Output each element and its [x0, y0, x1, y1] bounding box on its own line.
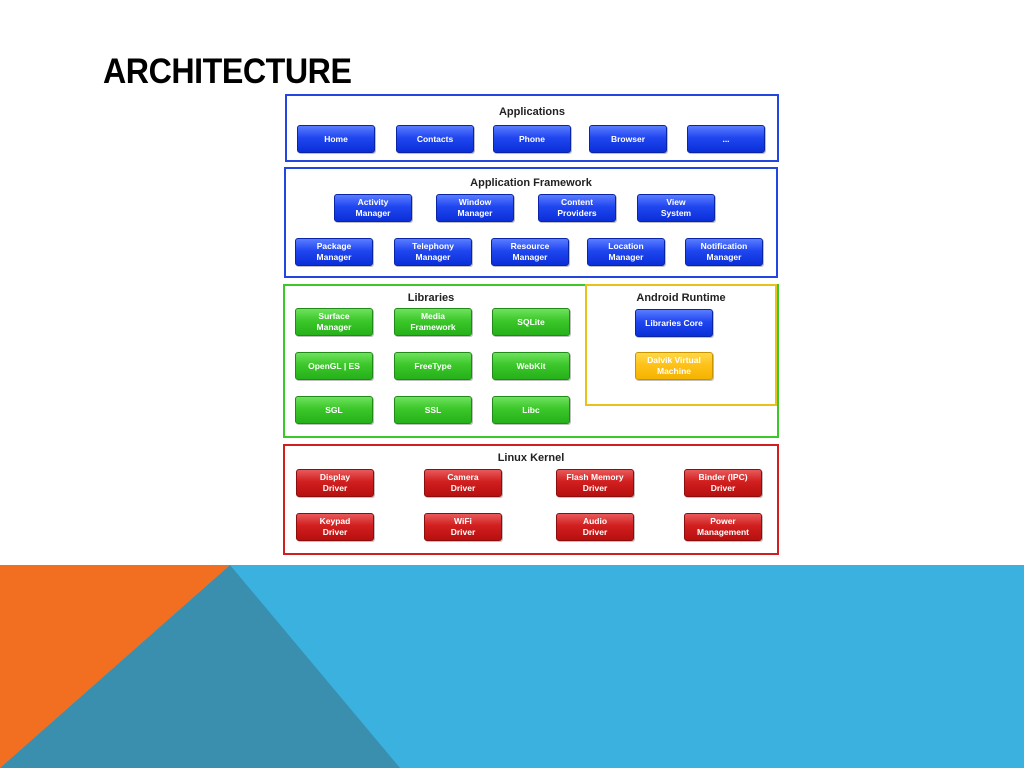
framework-layer: Application Framework Activity Manager W…: [284, 167, 778, 278]
lib-media-framework: Media Framework: [394, 308, 472, 336]
app-more: ...: [687, 125, 765, 153]
applications-title: Applications: [498, 106, 565, 118]
fw-notification-manager: Notification Manager: [685, 238, 763, 266]
applications-layer: Applications Home Contacts Phone Browser…: [285, 94, 779, 162]
kernel-layer: Linux Kernel Display Driver Camera Drive…: [283, 444, 779, 555]
kernel-power-management: Power Management: [684, 513, 762, 541]
fw-telephony-manager: Telephony Manager: [394, 238, 472, 266]
kernel-camera-driver: Camera Driver: [424, 469, 502, 497]
kernel-keypad-driver: Keypad Driver: [296, 513, 374, 541]
runtime-libraries-core: Libraries Core: [635, 309, 713, 337]
app-contacts: Contacts: [396, 125, 474, 153]
lib-opengl-es: OpenGL | ES: [295, 352, 373, 380]
lib-webkit: WebKit: [492, 352, 570, 380]
lib-ssl: SSL: [394, 396, 472, 424]
architecture-diagram: Applications Home Contacts Phone Browser…: [282, 92, 782, 558]
framework-title: Application Framework: [470, 177, 592, 189]
fw-view-system: View System: [637, 194, 715, 222]
lib-sqlite: SQLite: [492, 308, 570, 336]
kernel-binder-ipc-driver: Binder (IPC) Driver: [684, 469, 762, 497]
app-home: Home: [297, 125, 375, 153]
kernel-display-driver: Display Driver: [296, 469, 374, 497]
lib-sgl: SGL: [295, 396, 373, 424]
lib-freetype: FreeType: [394, 352, 472, 380]
lib-surface-manager: Surface Manager: [295, 308, 373, 336]
slide-title: ARCHITECTURE: [103, 52, 352, 91]
runtime-layer: Android Runtime Libraries Core Dalvik Vi…: [585, 284, 777, 406]
kernel-flash-memory-driver: Flash Memory Driver: [556, 469, 634, 497]
runtime-title: Android Runtime: [636, 292, 726, 304]
fw-resource-manager: Resource Manager: [491, 238, 569, 266]
app-phone: Phone: [493, 125, 571, 153]
fw-location-manager: Location Manager: [587, 238, 665, 266]
kernel-wifi-driver: WiFi Driver: [424, 513, 502, 541]
runtime-dalvik-vm: Dalvik Virtual Machine: [635, 352, 713, 380]
app-browser: Browser: [589, 125, 667, 153]
fw-activity-manager: Activity Manager: [334, 194, 412, 222]
fw-content-providers: Content Providers: [538, 194, 616, 222]
libraries-layer: Libraries Surface Manager Media Framewor…: [283, 284, 779, 438]
lib-libc: Libc: [492, 396, 570, 424]
kernel-audio-driver: Audio Driver: [556, 513, 634, 541]
fw-package-manager: Package Manager: [295, 238, 373, 266]
fw-window-manager: Window Manager: [436, 194, 514, 222]
kernel-title: Linux Kernel: [497, 452, 565, 464]
libraries-title: Libraries: [407, 292, 455, 304]
